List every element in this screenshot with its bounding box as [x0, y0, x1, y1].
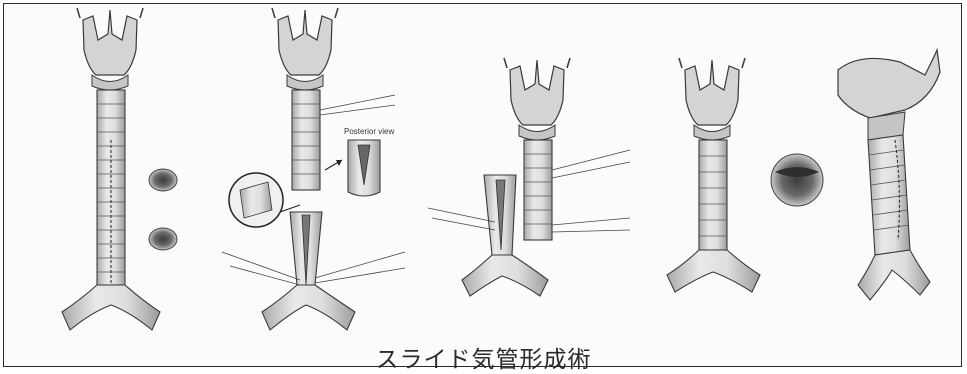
posterior-view-label: Posterior view: [344, 127, 394, 136]
panel-1-planned-incisions: [62, 8, 177, 330]
panel-4-completed-anastomosis: [667, 58, 823, 292]
panel-5-lateral-view: [838, 50, 940, 300]
figure-caption: スライド気管形成術: [0, 340, 967, 374]
panel-3-sliding-ends: [428, 58, 630, 296]
panel-2-posterior-view: [222, 8, 405, 330]
